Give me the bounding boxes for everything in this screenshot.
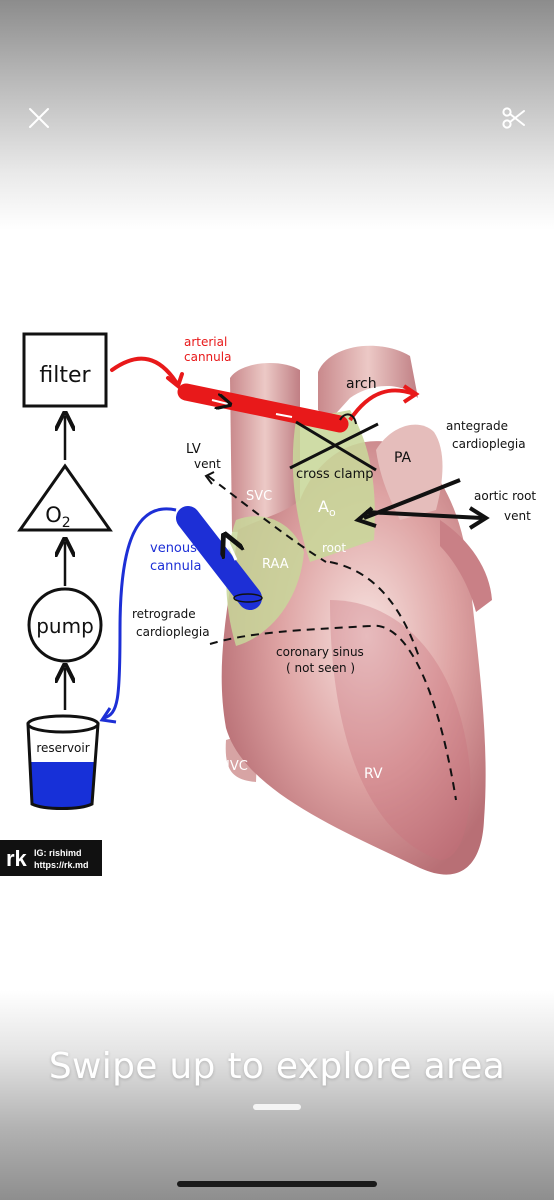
arterial-cannula	[177, 383, 349, 433]
antegrade-label: antegrade	[446, 419, 508, 433]
lv-vent-line	[207, 475, 327, 563]
watermark-line-1: IG: rishimd	[34, 848, 82, 858]
watermark-line-2: https://rk.md	[34, 860, 89, 870]
rv-shading	[330, 600, 471, 860]
left-atrial-edge	[440, 520, 492, 612]
filter-box	[22, 332, 108, 408]
venous-cannula	[176, 506, 262, 610]
watermark: rk IG: rishimd https://rk.md	[0, 840, 102, 876]
aorta-label: Ao	[318, 497, 336, 519]
root-label: root	[322, 541, 346, 555]
pump-circle	[27, 587, 103, 663]
filter-label: filter	[39, 363, 91, 388]
cut-button[interactable]	[492, 96, 536, 140]
cross-clamp-label: cross clamp	[296, 467, 373, 482]
root-arrow	[329, 561, 421, 661]
arch-label: arch	[346, 376, 377, 392]
svg-text:( not seen ): ( not seen )	[286, 661, 355, 675]
svg-text:cannula: cannula	[150, 559, 201, 574]
svc-label: SVC	[246, 489, 272, 504]
watermark-logo: rk	[6, 846, 28, 871]
aortic-arch-vessel	[318, 345, 418, 420]
venous-cannula-label: venous	[150, 541, 197, 556]
raa-label: RAA	[262, 557, 289, 572]
reservoir-fluid	[30, 762, 96, 808]
cross-clamp-line-2	[289, 422, 379, 470]
pa-vessel	[376, 424, 443, 520]
svg-text:cardioplegia: cardioplegia	[452, 437, 526, 451]
root-vent-arrow	[365, 510, 483, 520]
cardioplegia-line	[209, 624, 457, 801]
arch-arrow	[348, 388, 415, 422]
svg-text:cannula: cannula	[184, 350, 231, 364]
rv-label: RV	[364, 766, 383, 782]
svg-text:vent: vent	[504, 509, 531, 523]
oxygenator-triangle	[17, 463, 113, 532]
pa-label: PA	[394, 450, 412, 466]
reservoir-container	[26, 722, 100, 810]
aorta-highlight	[292, 410, 375, 562]
close-button[interactable]	[17, 96, 61, 140]
bottom-overlay-gradient	[0, 990, 554, 1200]
heart-illustration	[221, 345, 492, 875]
antegrade-arrow	[363, 478, 461, 520]
svg-text:cardioplegia: cardioplegia	[136, 625, 210, 639]
swipe-hint: Swipe up to explore area	[48, 1046, 506, 1087]
oxygenator-label: O2	[45, 503, 70, 531]
coronary-sinus-label: coronary sinus	[276, 645, 364, 659]
scissors-icon	[502, 107, 525, 129]
pump-label: pump	[36, 614, 94, 638]
svc-vessel	[230, 363, 300, 532]
top-overlay-gradient	[0, 0, 554, 230]
home-indicator[interactable]	[177, 1181, 377, 1187]
arterial-cannula-label: arterial	[184, 335, 227, 349]
close-icon	[29, 108, 49, 128]
raa-highlight	[226, 516, 304, 646]
bypass-circuit: filter O2 pump reservoir	[17, 332, 113, 810]
lv-vent-label: LV	[186, 442, 201, 457]
aortic-root-vent-label: aortic root	[474, 489, 536, 503]
reservoir-label: reservoir	[36, 741, 89, 755]
retrograde-label: retrograde	[132, 607, 196, 621]
arterial-arrow	[110, 356, 178, 384]
swipe-handle[interactable]	[253, 1104, 301, 1110]
ivc-label: IVC	[226, 759, 248, 774]
bypass-diagram: filter O2 pump reservoir arterial cannul…	[0, 332, 536, 876]
venous-return-line	[103, 507, 177, 720]
svg-text:vent: vent	[194, 457, 221, 471]
